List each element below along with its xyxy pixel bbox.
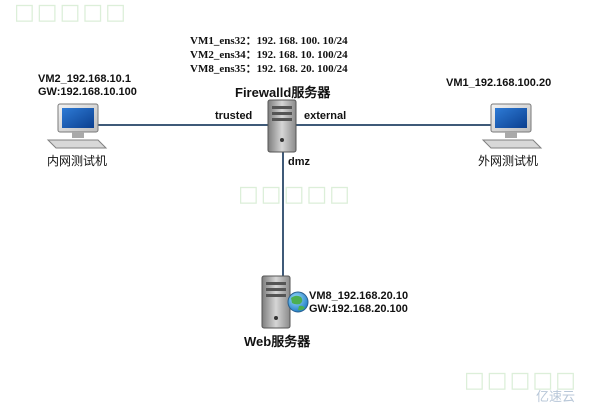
watermark-center: □□□□□: [238, 182, 352, 207]
internal-computer-icon: [46, 103, 108, 149]
watermark-top-left: □□□□□: [14, 0, 128, 25]
external-computer-icon: [481, 103, 543, 149]
watermark-logo-text: 亿速云: [536, 389, 576, 404]
firewall-interface-list: VM1_ens32：192. 168. 100. 10/24 VM2_ens34…: [190, 34, 348, 76]
globe-icon: [287, 291, 309, 313]
watermark-bottom-right: □□□□□: [464, 368, 578, 393]
zone-label-trusted: trusted: [215, 110, 253, 122]
zone-label-external: external: [304, 110, 347, 122]
external-host-name: 外网测试机: [478, 154, 539, 168]
watermark-logo: 亿速云: [536, 386, 575, 405]
firewall-interface-vm8: VM8_ens35：192. 168. 20. 100/24: [190, 63, 348, 75]
web-server-gateway: GW:192.168.20.100: [309, 303, 408, 315]
internal-host-gateway: GW:192.168.10.100: [38, 86, 137, 98]
firewall-title: Firewalld服务器: [235, 85, 331, 100]
firewall-interface-vm2: VM2_ens34：192. 168. 10. 100/24: [190, 49, 348, 61]
internal-host-ip-label: VM2_192.168.10.1 GW:192.168.10.100: [38, 73, 137, 99]
web-server-ip: VM8_192.168.20.10: [309, 290, 409, 302]
internal-host-ip: VM2_192.168.10.1: [38, 73, 131, 85]
zone-label-dmz: dmz: [288, 156, 310, 168]
web-server-ip-label: VM8_192.168.20.10 GW:192.168.20.100: [309, 290, 408, 316]
firewall-interface-vm1: VM1_ens32：192. 168. 100. 10/24: [190, 35, 348, 47]
web-server-name: Web服务器: [244, 334, 311, 349]
internal-host-name: 内网测试机: [47, 154, 108, 168]
external-host-ip: VM1_192.168.100.20: [446, 77, 552, 89]
web-server-icon: [261, 275, 291, 329]
firewall-server-icon: [267, 99, 297, 153]
